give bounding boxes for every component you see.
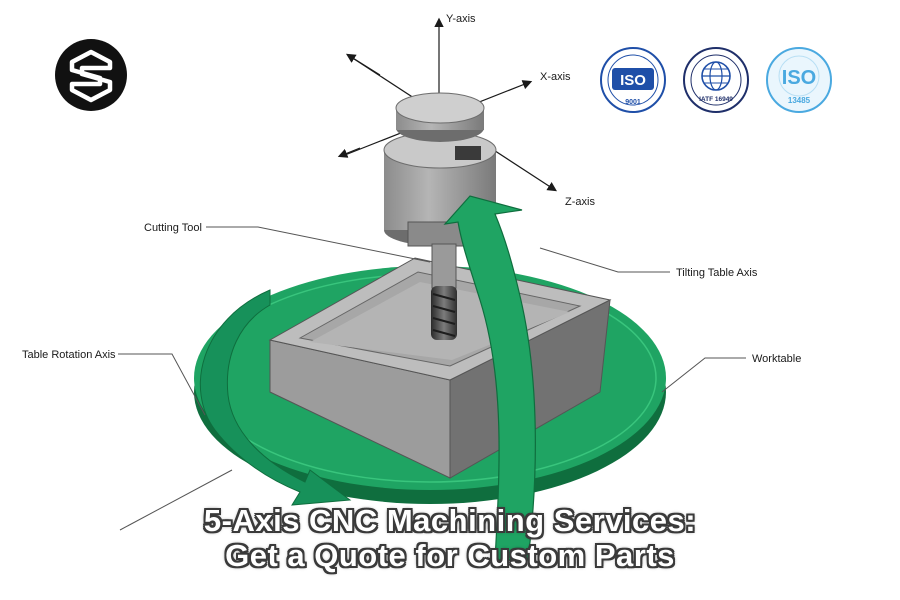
iso-9001-seal-icon: ISO 9001 [600, 47, 666, 113]
cert-number: 13485 [788, 96, 811, 105]
z-axis-label: Z-axis [565, 196, 595, 208]
cutting-tool-label: Cutting Tool [144, 222, 202, 234]
iatf-globe-seal-icon: IATF 16949 [683, 47, 749, 113]
x-axis-label: X-axis [540, 71, 571, 83]
cutting-tool-leader [206, 226, 431, 263]
worktable-leader [661, 357, 746, 393]
headline-line-1: 5-Axis CNC Machining Services: [203, 503, 697, 538]
tilting-table-axis-label: Tilting Table Axis [676, 267, 758, 279]
table-rotation-axis-label: Table Rotation Axis [22, 349, 116, 361]
table-rotation-axis-leader [118, 353, 206, 416]
tilting-axis-arrow [443, 195, 536, 561]
cert-number: 9001 [625, 99, 641, 106]
cutting-tool-bit [431, 243, 457, 340]
tilting-table-axis-leader [539, 247, 670, 273]
cert-number: IATF 16949 [699, 96, 733, 103]
y-axis-label: Y-axis [446, 13, 476, 25]
worktable-label: Worktable [752, 353, 801, 365]
brand-s-logo-icon [55, 39, 127, 111]
cert-badge-text: ISO [620, 72, 646, 89]
iso-13485-seal-icon: ISO 13485 [766, 47, 832, 113]
headline-line-2: Get a Quote for Custom Parts [225, 538, 675, 573]
table-rotation-arrow [199, 289, 352, 506]
cert-badge-text: ISO [782, 67, 816, 89]
